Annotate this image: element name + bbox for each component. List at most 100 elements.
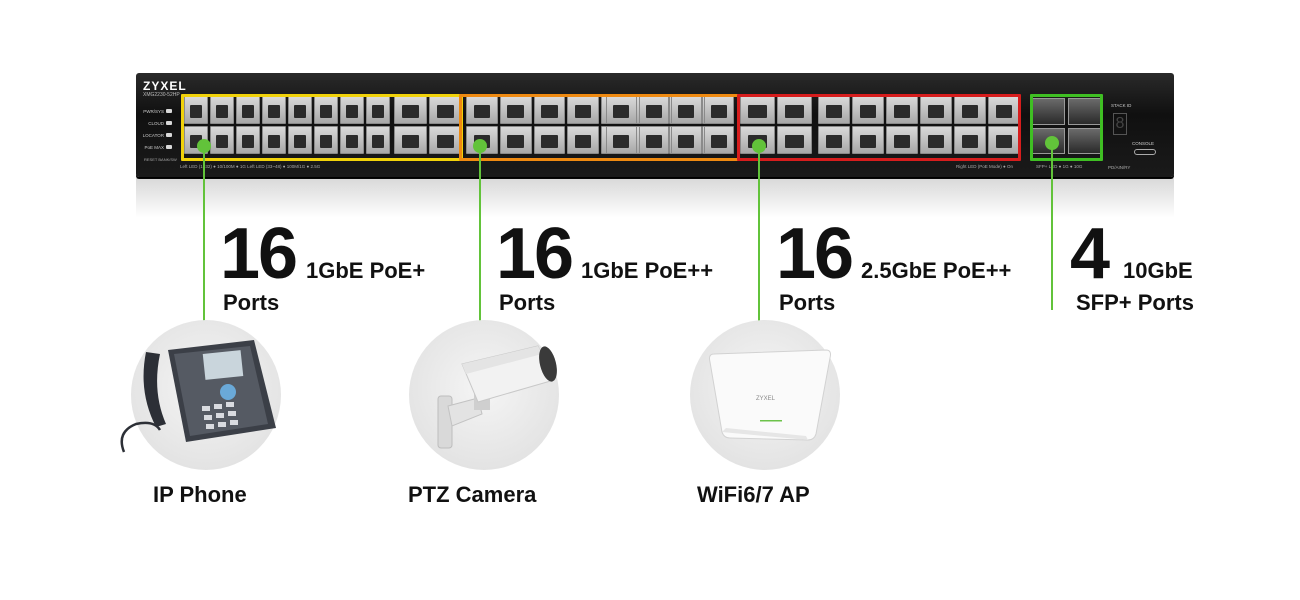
rj45-port <box>954 126 986 154</box>
rj45-port <box>886 126 918 154</box>
rj45-port <box>920 126 952 154</box>
sfp-led-legend: SFP+ LED ● 1G ● 10G <box>1036 164 1083 169</box>
led-row: CLOUD <box>142 117 172 129</box>
rj45-port <box>703 126 734 154</box>
model-number: XMG2230-52HP <box>143 92 180 98</box>
ip-phone-icon <box>120 340 276 453</box>
rj45-port <box>818 96 850 124</box>
svg-text:ZYXEL: ZYXEL <box>756 396 776 402</box>
stack-id-display: 8 <box>1113 113 1127 135</box>
led-indicator <box>166 109 172 113</box>
rj45-port <box>606 126 637 154</box>
access-point-icon: ZYXEL <box>709 349 831 441</box>
spec-count: 16 <box>220 214 298 294</box>
group-frame-sfp <box>1030 94 1103 161</box>
rj45-port <box>567 96 599 124</box>
rj45-port <box>184 126 208 154</box>
console-label: CONSOLE <box>1132 141 1155 146</box>
spec-ports: Ports <box>779 290 836 315</box>
led-indicator <box>166 145 172 149</box>
spec-count: 16 <box>496 214 574 294</box>
rj45-port <box>262 126 286 154</box>
device-label: WiFi6/7 AP <box>697 482 810 507</box>
rj45-port <box>638 126 669 154</box>
brand-logo: ZYXEL <box>143 79 187 93</box>
rj45-port <box>818 126 850 154</box>
group-frame-poe-plus <box>181 94 463 161</box>
sfp-port <box>1031 98 1065 125</box>
callout-line <box>758 146 760 326</box>
callout-dot <box>1045 136 1059 150</box>
led-row: PWR/SYS <box>142 105 172 117</box>
rj45-port <box>262 96 286 124</box>
led-row: LOCATOR <box>142 129 172 141</box>
spec-type: 1GbE PoE++ <box>581 258 714 283</box>
spec-ports: Ports <box>223 290 280 315</box>
spec-ports: Ports <box>499 290 556 315</box>
callout-dot <box>197 139 211 153</box>
switch-reflection <box>136 178 1174 218</box>
rj45-port <box>288 96 312 124</box>
spec-count: 16 <box>776 214 854 294</box>
device-label: PTZ Camera <box>408 482 537 507</box>
rj45-port <box>533 96 566 124</box>
led-label: CLOUD <box>148 120 164 126</box>
port-block-13-16 <box>394 96 462 154</box>
device-label: IP Phone <box>153 482 247 507</box>
rj45-port <box>394 96 427 124</box>
rj45-port <box>954 96 986 124</box>
rj45-port <box>671 126 702 154</box>
rj45-port <box>499 96 532 124</box>
spec-type: 1GbE PoE+ <box>306 258 426 283</box>
rj45-port <box>988 96 1020 124</box>
rj45-port <box>852 96 884 124</box>
reset-label: RESET BANK/SW <box>144 157 177 162</box>
rj45-port <box>777 126 812 154</box>
led-label: PoE MAX <box>144 144 164 150</box>
rj45-port <box>394 126 427 154</box>
rj45-port <box>638 96 669 124</box>
rj45-port <box>366 126 390 154</box>
spec-type: 10GbE <box>1123 258 1193 283</box>
spec-ports: SFP+ Ports <box>1076 290 1194 315</box>
rj45-port <box>567 126 599 154</box>
group-frame-2-5gbe <box>737 94 1021 161</box>
led-legend-left: Left LED (1~32) ● 10/100M ● 1G Left LED … <box>180 164 321 169</box>
rj45-port <box>852 126 884 154</box>
callout-dot <box>752 139 766 153</box>
spec-count: 4 <box>1070 214 1110 294</box>
led-legend-right: Right LED (PoE Mode) ● On <box>956 164 1013 169</box>
poe-label: PD/AIN/RY <box>1108 165 1131 170</box>
led-label: PWR/SYS <box>143 108 164 114</box>
ptz-camera-icon <box>437 345 557 449</box>
rj45-port <box>886 96 918 124</box>
led-indicator <box>166 133 172 137</box>
callout-dot <box>473 139 487 153</box>
rj45-port <box>236 126 260 154</box>
rj45-port <box>340 126 364 154</box>
stack-id-label: STACK ID <box>1111 103 1132 108</box>
rj45-port <box>314 126 338 154</box>
sfp-port-block <box>1031 98 1101 154</box>
rj45-port <box>210 96 234 124</box>
rj45-port <box>920 96 952 124</box>
port-block-1-16 <box>184 96 390 154</box>
status-led-panel: PWR/SYS CLOUD LOCATOR PoE MAX <box>142 105 172 153</box>
callout-line <box>479 146 481 326</box>
spec-type: 2.5GbE PoE++ <box>861 258 1012 283</box>
rj45-port <box>466 96 498 124</box>
port-block-25-32 <box>606 96 734 154</box>
rj45-port <box>429 126 462 154</box>
callout-line <box>1051 146 1053 310</box>
led-label: LOCATOR <box>142 132 164 138</box>
rj45-port <box>288 126 312 154</box>
group-frame-poe-plusplus <box>459 94 740 161</box>
rj45-port <box>777 96 812 124</box>
rj45-port <box>366 96 390 124</box>
rj45-port <box>340 96 364 124</box>
console-port <box>1134 149 1156 155</box>
led-indicator <box>166 121 172 125</box>
rj45-port <box>499 126 532 154</box>
led-row: PoE MAX <box>142 141 172 153</box>
sfp-port <box>1067 127 1101 154</box>
